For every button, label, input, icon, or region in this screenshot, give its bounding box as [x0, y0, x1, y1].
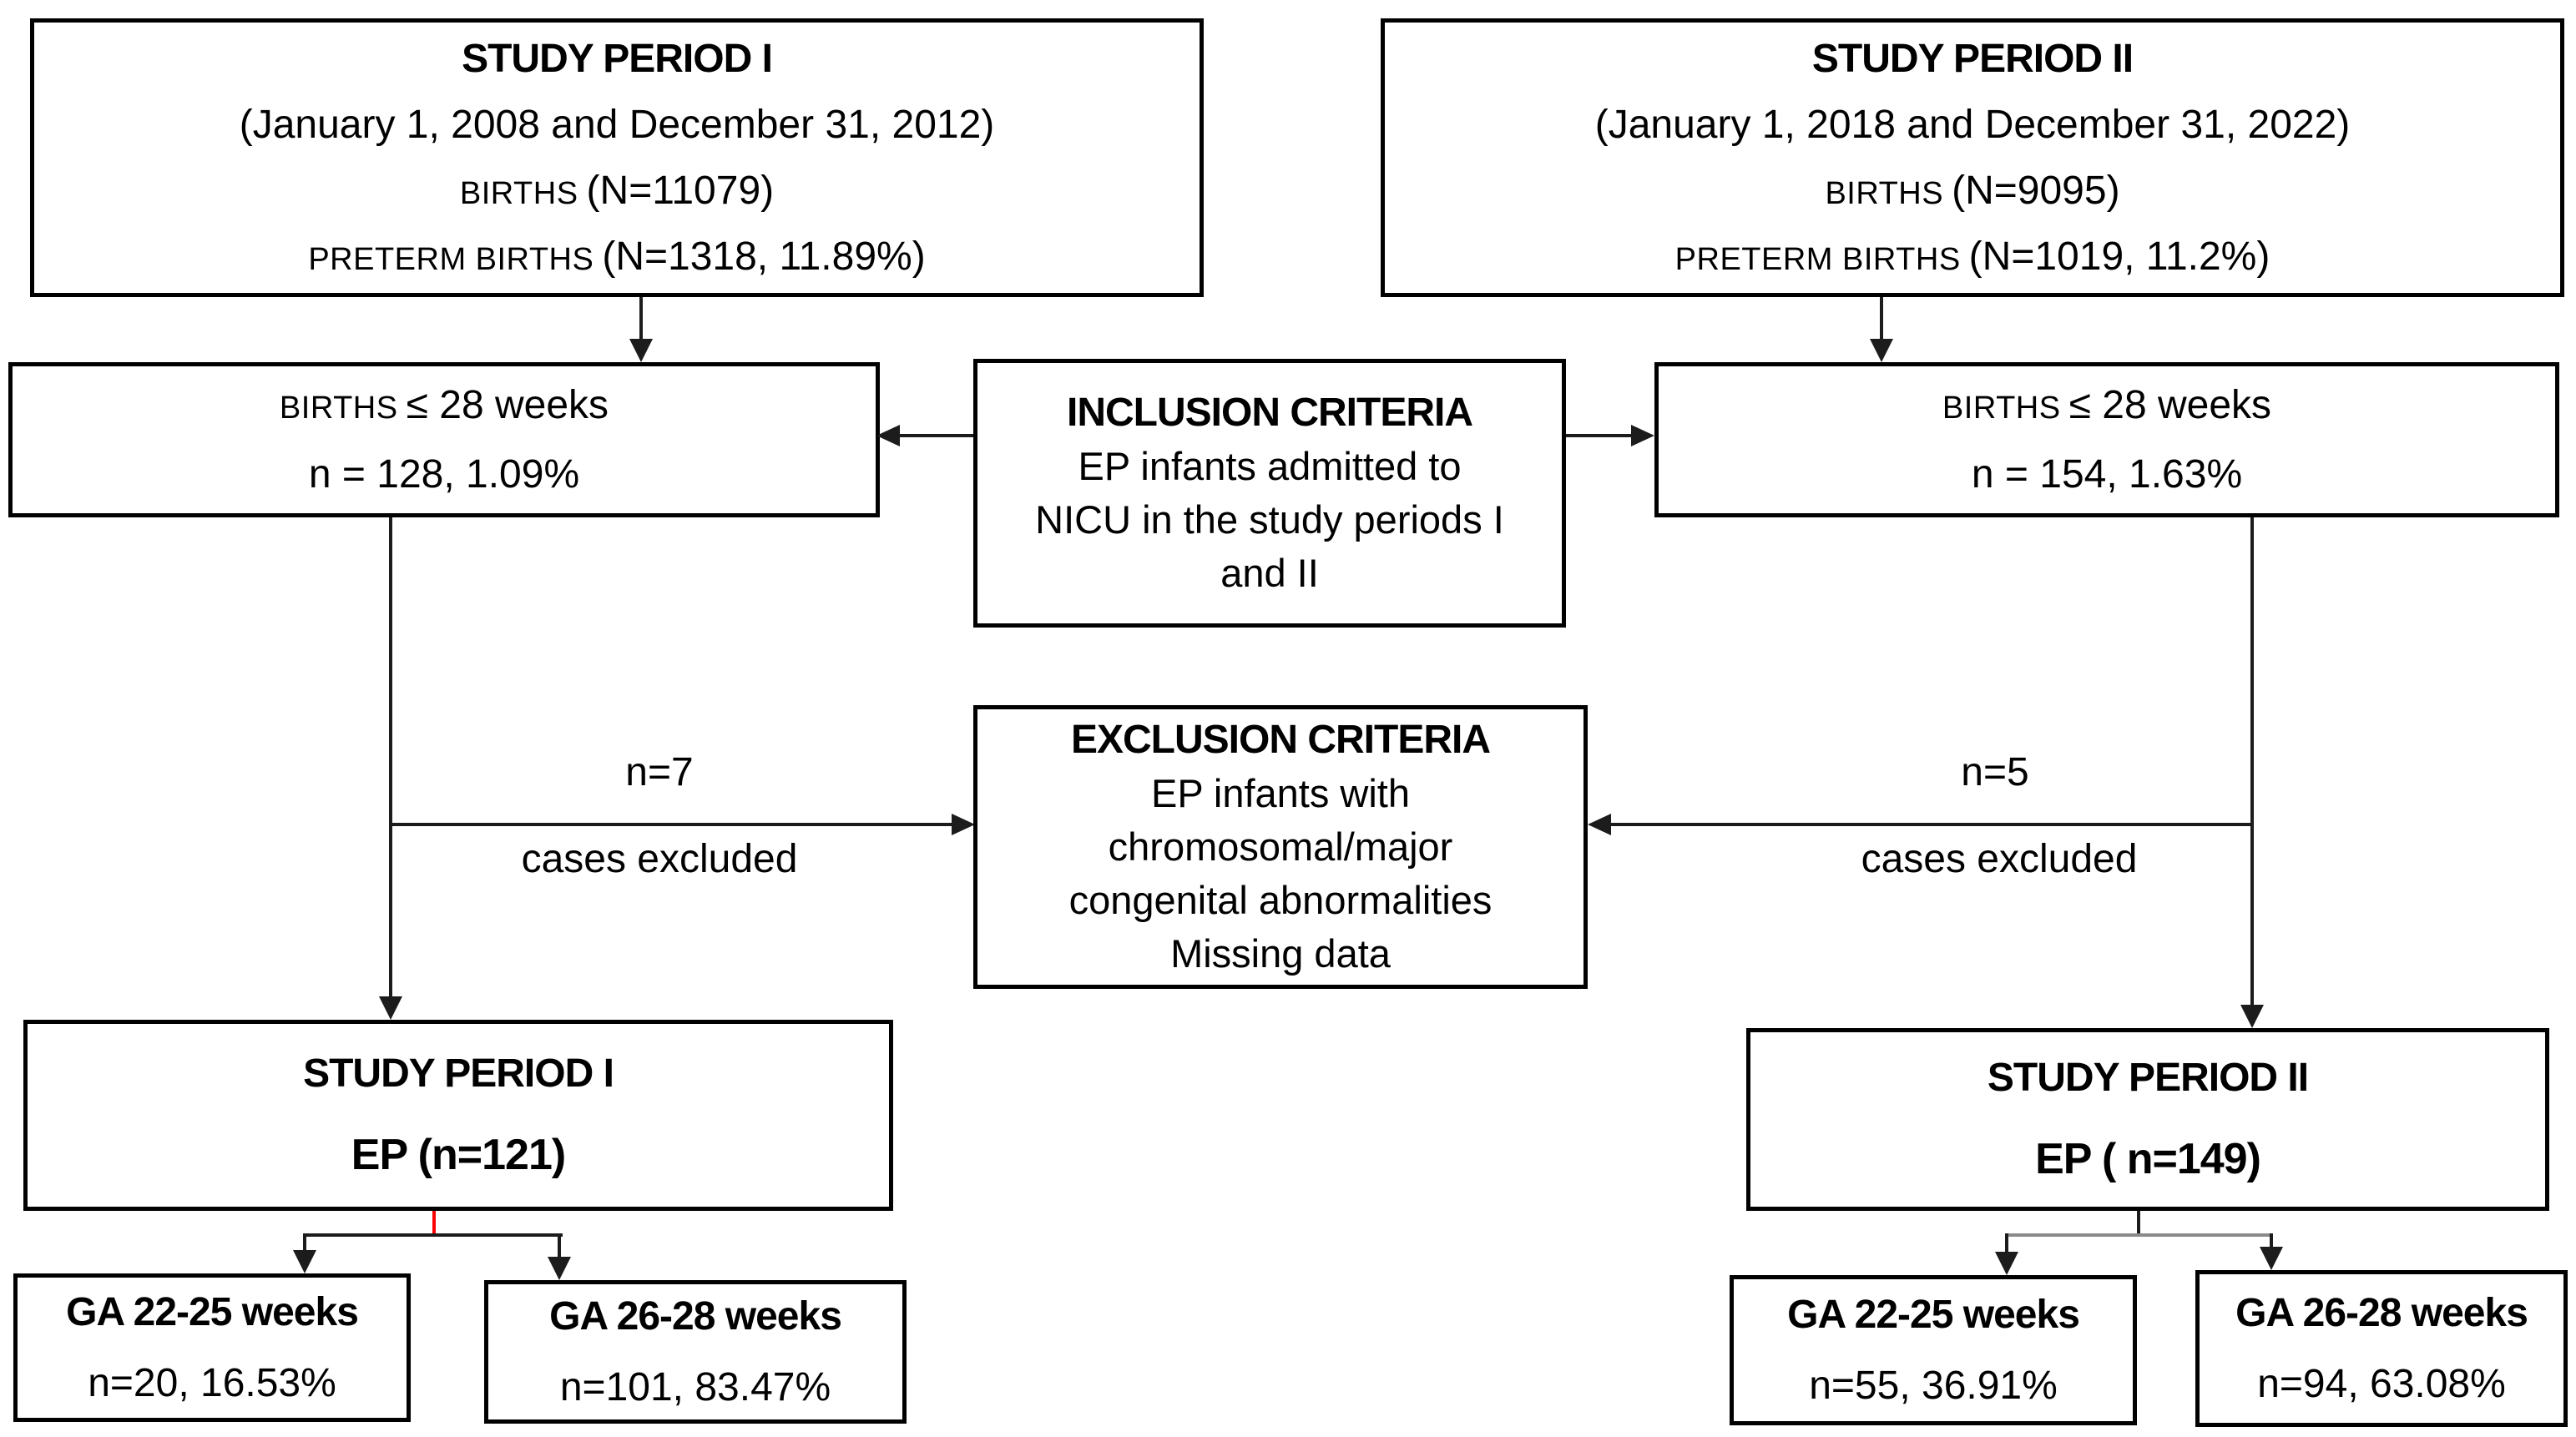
sp1-ep-title: STUDY PERIOD I	[303, 1051, 614, 1096]
sp1-branch-stub-red-line	[432, 1211, 436, 1235]
sp2-top-arrowhead-icon	[1870, 339, 1893, 362]
sp2-top-title: STUDY PERIOD II	[1811, 37, 2134, 81]
sp1-ga2628-box: GA 26-28 weeks n=101, 83.47%	[484, 1280, 907, 1424]
sp1-branch-left-line	[303, 1233, 306, 1252]
sp2-branch-right-line	[2270, 1233, 2273, 1250]
sp1-top-preterm-line: PRETERM BIRTHS(N=1318, 11.89%)	[308, 234, 925, 280]
sp2-top-box: STUDY PERIOD II (January 1, 2018 and Dec…	[1381, 18, 2564, 297]
sp1-branch-right-arrowhead-icon	[548, 1257, 571, 1280]
sp2-top-preterm-line: PRETERM BIRTHS(N=1019, 11.2%)	[1675, 234, 2270, 280]
sp1-top-preterm-label: PRETERM BIRTHS	[308, 242, 594, 277]
sp1-ga2225-box: GA 22-25 weeks n=20, 16.53%	[13, 1273, 411, 1422]
inclusion-line-2: NICU in the study periods I	[1035, 497, 1504, 542]
inclusion-line-1: EP infants admitted to	[1078, 444, 1462, 488]
sp2-branch-left-arrowhead-icon	[1995, 1252, 2018, 1275]
sp2-births28-label-line: BIRTHS≤ 28 weeks	[1942, 382, 2271, 428]
inclusion-title: INCLUSION CRITERIA	[1067, 391, 1473, 435]
sp2-births28-box: BIRTHS≤ 28 weeks n = 154, 1.63%	[1654, 362, 2559, 517]
exclusion-criteria-box: EXCLUSION CRITERIA EP infants with chrom…	[973, 705, 1588, 989]
sp1-top-arrowhead-icon	[629, 339, 653, 362]
exclusion-line-3: congenital abnormalities	[1068, 878, 1493, 922]
exclusion-line-2: chromosomal/major	[1108, 824, 1453, 869]
sp1-ep-value: EP (n=121)	[351, 1131, 566, 1179]
sp2-births28-label-rest: ≤ 28 weeks	[2068, 383, 2272, 427]
sp2-branch-stub-line	[2137, 1211, 2140, 1235]
sp1-top-births-value: (N=11079)	[586, 169, 775, 213]
sp2-excluded-connector-line	[1611, 823, 2252, 826]
sp1-top-births-line: BIRTHS(N=11079)	[460, 168, 774, 214]
sp1-excluded-n-label: n=7	[625, 750, 694, 794]
sp2-excluded-arrowhead-icon	[1588, 814, 1611, 835]
sp2-births28-value: n = 154, 1.63%	[1971, 452, 2243, 497]
inclusion-to-sp2-arrowhead-icon	[1631, 425, 1654, 446]
sp2-top-births-line: BIRTHS(N=9095)	[1825, 168, 2119, 214]
sp1-births28-label-line: BIRTHS≤ 28 weeks	[280, 382, 609, 428]
sp2-ga2225-box: GA 22-25 weeks n=55, 36.91%	[1730, 1275, 2137, 1425]
sp1-top-births-label: BIRTHS	[459, 176, 578, 211]
inclusion-criteria-box: INCLUSION CRITERIA EP infants admitted t…	[973, 359, 1566, 628]
sp2-excluded-caption: cases excluded	[1861, 837, 2138, 881]
sp2-top-births-value: (N=9095)	[1952, 169, 2120, 213]
sp1-excluded-connector-line	[391, 823, 952, 826]
sp1-ep-arrowhead-icon	[379, 996, 402, 1020]
sp1-branch-line	[305, 1233, 563, 1237]
sp1-births28-value: n = 128, 1.09%	[308, 452, 580, 497]
sp1-top-dates: (January 1, 2008 and December 31, 2012)	[239, 103, 995, 147]
sp1-top-preterm-value: (N=1318, 11.89%)	[602, 234, 926, 279]
sp1-excluded-caption: cases excluded	[521, 837, 798, 881]
inclusion-line-3: and II	[1220, 551, 1319, 595]
sp1-top-title: STUDY PERIOD I	[462, 37, 773, 81]
exclusion-line-1: EP infants with	[1150, 771, 1411, 815]
sp2-top-preterm-value: (N=1019, 11.2%)	[1968, 234, 2270, 279]
sp2-ga2225-value: n=55, 36.91%	[1809, 1364, 2058, 1408]
sp2-ga2225-title: GA 22-25 weeks	[1787, 1293, 2080, 1337]
exclusion-title: EXCLUSION CRITERIA	[1070, 718, 1491, 762]
sp1-ga2628-title: GA 26-28 weeks	[549, 1294, 842, 1339]
sp2-top-preterm-label: PRETERM BIRTHS	[1674, 242, 1961, 277]
sp2-branch-right-arrowhead-icon	[2260, 1247, 2283, 1270]
sp2-branch-left-line	[2005, 1233, 2008, 1253]
sp1-branch-left-arrowhead-icon	[293, 1250, 316, 1273]
sp1-top-connector-line	[639, 297, 643, 340]
sp2-ga2628-box: GA 26-28 weeks n=94, 63.08%	[2195, 1270, 2568, 1427]
sp2-ep-title: STUDY PERIOD II	[1987, 1056, 2309, 1100]
inclusion-to-sp2-connector-line	[1566, 434, 1633, 437]
sp2-ga2628-title: GA 26-28 weeks	[2235, 1291, 2528, 1335]
sp2-ep-arrowhead-icon	[2240, 1005, 2264, 1028]
sp2-top-connector-line	[1880, 297, 1883, 340]
sp2-branch-line	[2007, 1233, 2273, 1237]
sp2-births28-label: BIRTHS	[1942, 391, 2061, 426]
inclusion-to-sp1-arrowhead-icon	[876, 425, 900, 446]
sp2-ep-box: STUDY PERIOD II EP ( n=149)	[1746, 1028, 2549, 1211]
exclusion-line-4: Missing data	[1170, 931, 1391, 976]
sp1-ga2225-value: n=20, 16.53%	[88, 1361, 336, 1405]
sp1-branch-right-line	[558, 1233, 561, 1257]
sp2-top-dates: (January 1, 2018 and December 31, 2022)	[1594, 103, 2351, 147]
sp2-ep-value: EP ( n=149)	[2035, 1135, 2261, 1183]
sp1-ep-box: STUDY PERIOD I EP (n=121)	[23, 1020, 893, 1211]
sp1-trunk-line	[389, 517, 392, 998]
sp1-births28-label-rest: ≤ 28 weeks	[406, 383, 609, 427]
sp1-births28-label: BIRTHS	[279, 391, 398, 426]
sp2-excluded-n-label: n=5	[1961, 750, 2029, 794]
sp1-ga2628-value: n=101, 83.47%	[559, 1365, 831, 1409]
sp1-ga2225-title: GA 22-25 weeks	[66, 1290, 359, 1334]
sp2-trunk-line	[2250, 517, 2254, 1006]
sp1-births28-box: BIRTHS≤ 28 weeks n = 128, 1.09%	[8, 362, 880, 517]
sp1-excluded-arrowhead-icon	[952, 814, 975, 835]
sp2-top-births-label: BIRTHS	[1825, 176, 1944, 211]
sp2-ga2628-value: n=94, 63.08%	[2257, 1362, 2506, 1406]
inclusion-to-sp1-connector-line	[900, 434, 973, 437]
sp1-top-box: STUDY PERIOD I (January 1, 2008 and Dece…	[30, 18, 1204, 297]
